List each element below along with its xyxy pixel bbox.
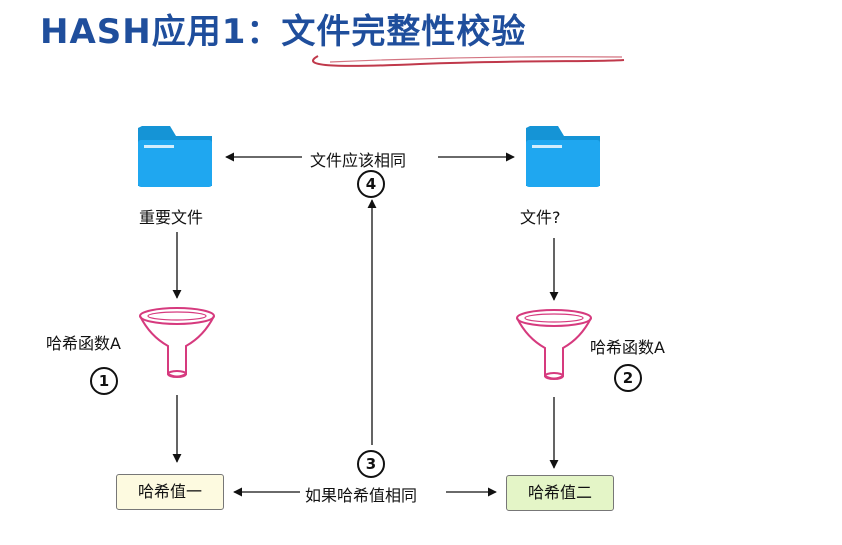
- page-title: HASH应用1：文件完整性校验: [40, 4, 526, 53]
- left-hash-value-box: 哈希值一: [116, 474, 224, 510]
- right-hash-value-box: 哈希值二: [506, 475, 614, 511]
- top-edge-label: 文件应该相同: [310, 151, 407, 170]
- right-hash-function-label: 哈希函数A: [590, 338, 665, 357]
- funnel-icon: [139, 307, 215, 378]
- step-2-badge: 2: [614, 364, 642, 392]
- step-4-badge: 4: [357, 170, 385, 198]
- left-hash-function-label: 哈希函数A: [46, 334, 121, 353]
- left-file-label: 重要文件: [139, 208, 204, 227]
- funnel-icon: [516, 309, 592, 380]
- title-main: 文件完整性校验: [281, 12, 527, 52]
- step-1-badge: 1: [90, 367, 118, 395]
- folder-icon: [526, 126, 600, 187]
- bottom-edge-label: 如果哈希值相同: [305, 486, 418, 505]
- title-prefix: HASH应用1：: [40, 12, 282, 52]
- step-3-badge: 3: [357, 450, 385, 478]
- title-underline: [312, 55, 625, 67]
- right-file-label: 文件?: [520, 208, 561, 227]
- folder-icon: [138, 126, 212, 187]
